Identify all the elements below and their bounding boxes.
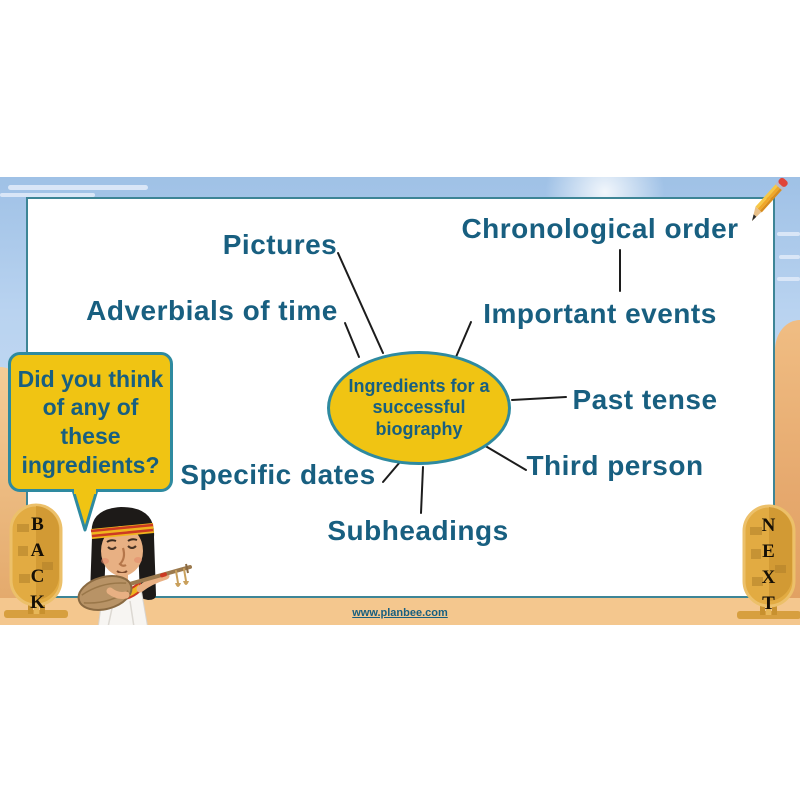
- spoke-label-past-tense: Past tense: [572, 384, 718, 415]
- next-button[interactable]: NEXT: [735, 503, 800, 625]
- spoke-label-pictures: Pictures: [222, 229, 338, 260]
- cloud-streak: [8, 185, 148, 190]
- next-button-label: NEXT: [758, 515, 779, 619]
- mindmap-center-label: Ingredients for a successful biography: [348, 376, 490, 439]
- spoke-label-subheadings: Subheadings: [327, 515, 509, 546]
- footer-website: www.planbee.com: [0, 607, 800, 619]
- cloud-streak: [777, 232, 800, 236]
- speech-bubble-text: Did you think of any of these ingredient…: [17, 365, 164, 478]
- cartouche-pillar-graphic: [737, 504, 800, 619]
- cloud-streak: [777, 277, 800, 281]
- cartouche-pillar-graphic: [4, 503, 68, 618]
- spoke-label-chronological-order: Chronological order: [461, 213, 739, 244]
- pencil-icon: [752, 177, 788, 221]
- spoke-label-third-person: Third person: [526, 450, 704, 481]
- back-button-label: BACK: [27, 514, 48, 618]
- spoke-label-adverbials-of-time: Adverbials of time: [86, 295, 338, 326]
- back-button[interactable]: BACK: [4, 502, 70, 625]
- egyptian-musician-character: [77, 507, 192, 625]
- spoke-label-specific-dates: Specific dates: [180, 459, 376, 490]
- cloud-streak: [779, 255, 800, 259]
- mindmap-center-ellipse: Ingredients for a successful biography: [327, 351, 511, 465]
- speech-bubble-tail: [71, 488, 99, 532]
- planbee-link[interactable]: www.planbee.com: [352, 607, 448, 619]
- speech-bubble: Did you think of any of these ingredient…: [8, 352, 173, 492]
- cloud-streak: [0, 193, 95, 197]
- spoke-label-important-events: Important events: [483, 298, 717, 329]
- slide-background: Pictures Chronological order Adverbials …: [0, 177, 800, 625]
